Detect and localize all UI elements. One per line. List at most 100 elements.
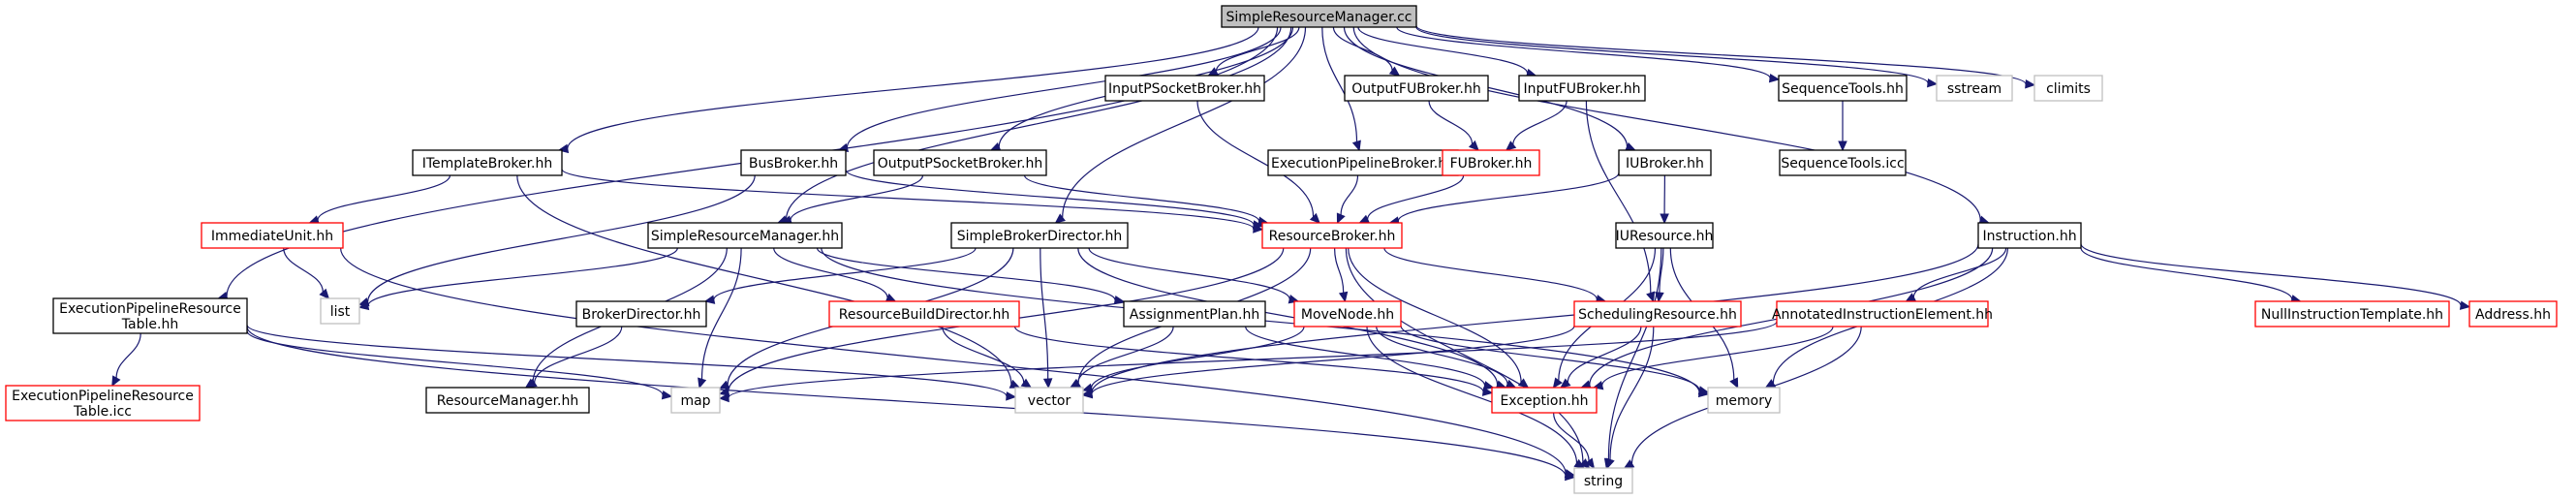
node-label: InputPSocketBroker.hh [1108, 81, 1261, 97]
node-immunit[interactable]: ImmediateUnit.hh [201, 222, 344, 249]
node-list[interactable]: list [320, 297, 360, 325]
node-outfu[interactable]: OutputFUBroker.hh [1344, 75, 1489, 102]
node-label: ExecutionPipelineBroker.hh [1271, 156, 1455, 172]
node-box [1618, 149, 1712, 176]
edge-line [115, 332, 141, 379]
edge-srmhh-to-map [698, 247, 742, 390]
edge-line [846, 26, 1282, 148]
edge-srmhh-to-rbd [773, 247, 897, 302]
node-execbroker[interactable]: ExecutionPipelineBroker.hh [1267, 149, 1459, 176]
node-label: SimpleBrokerDirector.hh [957, 229, 1123, 244]
edge-aie-to-exception [1592, 326, 1834, 390]
node-aplan[interactable]: AssignmentPlan.hh [1123, 300, 1266, 327]
edge-line [1352, 26, 1981, 221]
node-nit[interactable]: NullInstructionTemplate.hh [2254, 300, 2450, 327]
node-rbroker[interactable]: ResourceBroker.hh [1261, 222, 1403, 249]
node-itemplate[interactable]: ITemplateBroker.hh [412, 149, 563, 176]
edge-line [790, 174, 924, 221]
edge-line [942, 326, 1025, 383]
edge-line [1383, 247, 1598, 300]
edge-immunit-to-string [340, 247, 1576, 479]
node-label: Exception.hh [1500, 393, 1588, 409]
edge-eprt-to-vector [246, 324, 1017, 401]
edge-immunit-to-list [283, 247, 330, 299]
edge-line [1357, 26, 1529, 74]
node-label: ExecutionPipelineResource [59, 301, 241, 317]
edge-arrowhead [1660, 213, 1669, 225]
node-label: NullInstructionTemplate.hh [2261, 307, 2443, 323]
node-box [1936, 75, 2013, 102]
node-seqicc[interactable]: SequenceTools.icc [1779, 149, 1907, 176]
edge-itemplate-to-immunit [308, 174, 451, 225]
node-outpsock[interactable]: OutputPSocketBroker.hh [873, 149, 1047, 176]
node-box [873, 149, 1047, 176]
edge-arrowhead [718, 380, 730, 390]
edge-movenode-to-memory [1400, 325, 1710, 395]
node-label: SequenceTools.icc [1781, 156, 1904, 172]
node-instr[interactable]: Instruction.hh [1977, 222, 2082, 249]
node-movenode[interactable]: MoveNode.hh [1293, 300, 1402, 327]
edge-arrowhead [1565, 471, 1576, 482]
node-label: ITemplateBroker.hh [422, 156, 553, 172]
node-box [1573, 467, 1633, 494]
node-label: OutputFUBroker.hh [1351, 81, 1480, 97]
edge-movenode-to-vector [1081, 326, 1305, 392]
node-box [5, 385, 201, 421]
node-schedres[interactable]: SchedulingResource.hh [1573, 300, 1742, 327]
node-box [2254, 300, 2450, 327]
edge-line [1024, 174, 1260, 222]
edge-arrowhead [1560, 378, 1571, 389]
node-addr[interactable]: Address.hh [2468, 300, 2558, 327]
edge-arrowhead [2459, 300, 2471, 310]
node-exception[interactable]: Exception.hh [1491, 387, 1598, 414]
edge-arrowhead [1054, 213, 1066, 224]
node-box [1221, 5, 1417, 28]
node-climits[interactable]: climits [2033, 75, 2103, 102]
node-src[interactable]: SimpleResourceManager.cc [1221, 5, 1417, 28]
edge-line [1553, 412, 1590, 461]
node-fubroker[interactable]: FUBroker.hh [1442, 149, 1540, 176]
edge-arrowhead [1042, 378, 1053, 390]
edge-line [283, 247, 324, 293]
node-aie[interactable]: AnnotatedInstructionElement.hh [1772, 300, 1993, 327]
node-label: BusBroker.hh [749, 156, 838, 172]
node-box [740, 149, 847, 176]
node-seqtools[interactable]: SequenceTools.hh [1778, 75, 1908, 102]
node-map[interactable]: map [670, 387, 721, 414]
edge-arrowhead [1729, 377, 1739, 390]
edge-arrowhead [1552, 377, 1563, 389]
node-label: ResourceBroker.hh [1269, 229, 1396, 244]
edge-arrowhead [718, 392, 729, 403]
node-label: Address.hh [2475, 307, 2551, 323]
node-label: ResourceManager.hh [437, 393, 578, 409]
edge-srmhh-to-list [357, 247, 678, 311]
edge-line [1321, 26, 1358, 142]
node-bus[interactable]: BusBroker.hh [740, 149, 847, 176]
edge-arrowhead [698, 377, 707, 390]
edge-arrowhead [319, 288, 330, 299]
node-srmhh[interactable]: SimpleResourceManager.hh [647, 222, 843, 249]
node-memory[interactable]: memory [1707, 387, 1781, 414]
node-vector[interactable]: vector [1014, 387, 1084, 414]
node-sstream[interactable]: sstream [1936, 75, 2013, 102]
node-rmgr[interactable]: ResourceManager.hh [425, 387, 590, 414]
node-bdir[interactable]: BrokerDirector.hh [575, 300, 707, 327]
edge-arrowhead [703, 295, 716, 304]
edge-seqtools-to-seqicc [1838, 100, 1847, 152]
edge-line [1567, 326, 1642, 383]
edge-line [1077, 326, 1174, 384]
node-sbdir[interactable]: SimpleBrokerDirector.hh [950, 222, 1129, 249]
node-label: string [1584, 474, 1623, 489]
node-iures[interactable]: IUResource.hh [1615, 222, 1714, 249]
edge-line [1376, 326, 1508, 385]
node-string[interactable]: string [1573, 467, 1633, 494]
node-iubroker[interactable]: IUBroker.hh [1618, 149, 1712, 176]
edge-src-to-sbdir [1054, 26, 1307, 224]
edge-exception-to-string [1553, 412, 1596, 469]
node-inpsock[interactable]: InputPSocketBroker.hh [1104, 75, 1265, 102]
node-infu[interactable]: InputFUBroker.hh [1518, 75, 1646, 102]
node-rbd[interactable]: ResourceBuildDirector.hh [828, 300, 1020, 327]
edge-arrowhead [1336, 212, 1346, 225]
